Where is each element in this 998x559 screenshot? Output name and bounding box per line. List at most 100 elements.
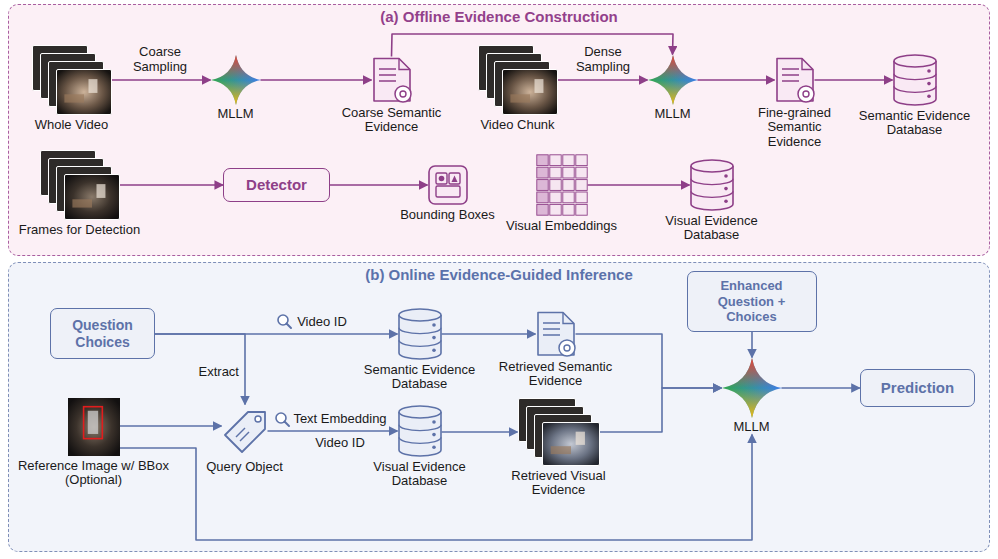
arrow-connector <box>751 332 753 358</box>
input-box: Enhanced Question + Choices <box>687 271 817 332</box>
embedding-cell <box>549 154 560 165</box>
arrow-connector <box>782 387 860 389</box>
frame-detail <box>88 79 97 93</box>
process-box: Detector <box>223 168 330 202</box>
embedding-cell <box>536 179 547 190</box>
embedding-cell <box>536 204 547 215</box>
document-icon-graphic <box>536 311 576 357</box>
edge-note: Video ID <box>315 436 365 451</box>
icon-caption: Video Chunk <box>463 118 573 133</box>
embedding-cell <box>536 154 547 165</box>
tag-stripe <box>236 428 245 437</box>
document-icon: Coarse Semantic Evidence <box>372 57 412 103</box>
search-handle <box>285 422 290 427</box>
document-line <box>543 322 560 324</box>
video-stack-graphic <box>478 45 558 115</box>
embedding-cell <box>536 192 547 203</box>
search-handle <box>287 324 292 329</box>
embedding-cell <box>562 192 573 203</box>
star-shape <box>648 55 698 105</box>
embedding-grid-graphic <box>536 154 588 216</box>
star-shape <box>648 55 698 105</box>
icon-caption: Semantic Evidence Database <box>360 363 480 393</box>
document-icon: Retrieved Semantic Evidence <box>536 311 576 357</box>
document-line <box>543 328 560 330</box>
database-ring <box>399 340 441 346</box>
database-icon-graphic <box>690 159 734 211</box>
document-line <box>782 68 799 70</box>
icon-caption: Semantic Evidence Database <box>855 109 975 139</box>
star-shape <box>722 358 782 418</box>
document-icon-graphic <box>775 57 815 103</box>
arrow-connector <box>576 334 722 388</box>
icon-caption: Bounding Boxes <box>393 208 503 223</box>
photo <box>68 398 120 456</box>
reference-image: Reference Image w/ BBox (Optional) <box>68 398 120 456</box>
database-icon: Visual Evidence Database <box>398 405 442 457</box>
image-stack-graphic <box>518 398 600 466</box>
database-dot <box>432 335 436 339</box>
embedding-cell <box>549 179 560 190</box>
embedding-cell <box>575 154 586 165</box>
panel-title: (b) Online Evidence-Guided Inference <box>9 266 989 284</box>
database-ring <box>691 191 733 197</box>
document-page <box>374 58 410 101</box>
icon-caption: MLLM <box>722 420 782 435</box>
document-badge <box>559 340 575 356</box>
edge-label: Text Embedding <box>293 412 386 427</box>
tag-shape <box>225 412 265 452</box>
document-badge <box>400 91 406 97</box>
document-page <box>538 312 574 355</box>
bbox-mark <box>451 175 457 182</box>
embedding-cell <box>575 167 586 178</box>
video-stack-graphic <box>32 45 112 115</box>
arrow-connector <box>120 425 222 427</box>
database-ring <box>894 86 936 92</box>
video-stack-graphic <box>40 150 120 220</box>
document-line <box>543 334 560 336</box>
document-line <box>379 74 396 76</box>
database-dot <box>432 420 436 424</box>
database-top <box>399 406 441 418</box>
database-dot <box>724 186 728 190</box>
database-icon: Visual Evidence Database <box>690 159 734 211</box>
document-badge <box>395 86 411 102</box>
document-line <box>782 80 799 82</box>
arrow-connector <box>261 79 372 81</box>
embedding-cell <box>536 167 547 178</box>
embedding-cell <box>549 192 560 203</box>
mllm-icon-graphic <box>648 55 698 105</box>
mllm-icon: MLLM <box>722 358 782 435</box>
database-dot <box>432 432 436 436</box>
icon-caption: Fine-grained Semantic Evidence <box>740 106 850 151</box>
photo-detail <box>87 410 97 433</box>
mllm-icon: MLLM <box>211 55 261 122</box>
frame-detail <box>72 199 92 207</box>
icon-caption: Frames for Detection <box>10 223 150 238</box>
frame-detail <box>575 431 584 444</box>
icon-caption: MLLM <box>211 107 261 122</box>
mllm-icon-graphic <box>211 55 261 105</box>
database-dot <box>724 174 728 178</box>
document-fold <box>399 58 410 69</box>
document-icon: Fine-grained Semantic Evidence <box>775 57 815 103</box>
icon-caption: Retrieved Visual Evidence <box>499 469 619 499</box>
database-dot <box>927 94 931 98</box>
embedding-cell <box>549 204 560 215</box>
icon-caption: Whole Video <box>17 118 127 133</box>
database-ring <box>894 73 936 79</box>
video-stack: Frames for Detection <box>40 150 120 220</box>
video-frame <box>502 69 557 114</box>
document-fold <box>563 312 574 323</box>
database-icon: Semantic Evidence Database <box>893 54 937 106</box>
search-icon <box>276 413 289 426</box>
video-frame <box>542 422 599 465</box>
icon-caption: MLLM <box>648 107 698 122</box>
icon-caption: Visual Embeddings <box>497 219 627 234</box>
frame-detail <box>96 184 105 198</box>
database-dot <box>432 323 436 327</box>
bbox-mark <box>438 175 444 181</box>
query-tag-graphic <box>222 405 268 457</box>
edge-label: Video ID <box>297 315 347 330</box>
arrow-connector <box>392 34 674 57</box>
